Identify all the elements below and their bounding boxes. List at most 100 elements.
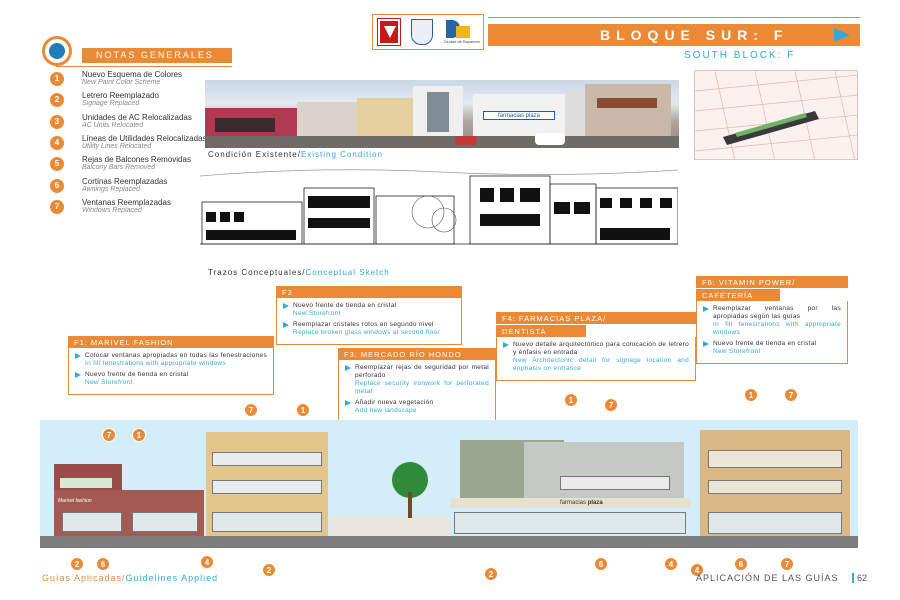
notes-title: NOTAS GENERALES: [82, 48, 232, 63]
panel-f6-title2: CAFETERÍA: [696, 289, 780, 301]
panel-f4-item: Nuevo detalle arquitectónico para coloca…: [503, 341, 689, 373]
note-marker-icon: 7: [784, 388, 798, 402]
note-marker-icon: 4: [690, 563, 704, 577]
note-marker-icon: 7: [102, 428, 116, 442]
note-text-en: Signage Replaced: [82, 100, 140, 108]
panel-f3-item: Reemplazar rejas de seguridad por metal …: [345, 364, 489, 396]
panel-item-en: New Architectonic detail for signage loc…: [513, 357, 689, 372]
footer-left-es: Guías Aplicadas/: [42, 573, 126, 583]
note-text-es: Cortinas Reemplazadas: [82, 176, 168, 186]
pharmacy-sign: farmacias plaza: [483, 111, 555, 120]
panel-item-es: Nuevo detalle arquitectónico para coloca…: [513, 341, 689, 356]
note-marker-icon: 1: [564, 393, 578, 407]
panel-item-es: Colocar ventanas apropiadas en todas las…: [85, 352, 267, 359]
panel-item-en: New Storefront: [85, 379, 133, 386]
panel-f1-item: Colocar ventanas apropiadas en todas las…: [75, 352, 267, 368]
conceptual-sketch: [199, 166, 679, 264]
sketch-caption: Trazos Conceptuales/Conceptual Sketch: [208, 268, 390, 277]
note-marker-icon: 6: [594, 557, 608, 571]
panel-f6-item: Reemplazar ventanas por las apropiadas s…: [703, 305, 841, 337]
panel-f4-title2: DENTISTA: [496, 325, 586, 337]
note-text-es: Rejas de Balcones Removidas: [82, 155, 191, 165]
sketch-caption-es: Trazos Conceptuales/: [208, 268, 306, 277]
note-number-icon: 4: [50, 135, 64, 150]
note-marker-icon: 1: [132, 428, 146, 442]
note-marker-icon: 6: [734, 557, 748, 571]
sketch-caption-en: Conceptual Sketch: [305, 268, 390, 277]
note-marker-icon: 7: [604, 398, 618, 412]
note-marker-icon: 6: [96, 557, 110, 571]
note-marker-icon: 7: [780, 557, 794, 571]
building-f3: [330, 516, 450, 536]
note-marker-icon: 1: [744, 388, 758, 402]
panel-item-es: Nuevo frente de tienda en cristal: [713, 340, 817, 347]
panel-item-es: Reemplazar rejas de seguridad por metal …: [355, 364, 489, 379]
note-number-icon: 6: [50, 178, 64, 193]
panel-item-es: Nuevo frente de tienda en cristal: [85, 371, 189, 378]
panel-f2-item: Reemplazar cristales rotos en segundo ni…: [283, 321, 455, 337]
title-bar: BLOQUE SUR: F: [488, 24, 860, 46]
note-marker-icon: 2: [262, 563, 276, 577]
panel-item-en: In fill fenestrations with appropriate w…: [85, 360, 226, 367]
existing-caption-es: Condición Existente/: [208, 150, 301, 159]
existing-caption: Condición Existente/Existing Condition: [208, 150, 383, 159]
logos-box: Ciudad de Bayamón: [372, 14, 484, 50]
notes-circle-icon: [42, 36, 72, 66]
note-text-en: Utility Lines Relocated: [82, 142, 152, 150]
panel-f3-title: F3: MERCADO RÍO HONDO: [338, 348, 496, 360]
vega-alta-logo: [377, 18, 402, 46]
panel-item-en: Replace broken glass windows at second f…: [293, 329, 440, 336]
city-shield-logo: [410, 19, 433, 45]
site-map: [694, 70, 858, 160]
page-title: BLOQUE SUR: F: [600, 27, 789, 43]
footer-right: APLICACIÓN DE LAS GUÍAS: [696, 573, 839, 583]
note-text-en: Balcony Bars Removed: [82, 164, 156, 172]
building-f4-right: [524, 442, 684, 500]
panel-item-es: Añadir nueva vegetación: [355, 399, 434, 406]
note-text-es: Nuevo Esquema de Colores: [82, 70, 183, 79]
f4-sign: farmacias plaza: [560, 500, 603, 506]
panel-f4-title: F4: FARMACIAS PLAZA/: [496, 312, 696, 324]
note-text-es: Ventanas Reemplazadas: [82, 197, 171, 207]
note-marker-icon: 1: [296, 403, 310, 417]
bayamon-logo: Ciudad de Bayamón: [443, 18, 480, 46]
panel-item-es: Nuevo frente de tienda en cristal: [293, 302, 397, 309]
panel-item-en: In fill fenestrations with appropriate w…: [713, 321, 841, 336]
f4-sign-text: farmacias: [560, 500, 587, 506]
page-subtitle: SOUTH BLOCK: F: [684, 50, 796, 61]
note-text-es: Líneas de Utilidades Relocalizadas: [82, 133, 207, 143]
panel-item-en: New Storefront: [713, 348, 761, 355]
note-number-icon: 3: [50, 114, 64, 129]
note-number-icon: 5: [50, 157, 64, 172]
arrow-right-icon: [834, 28, 850, 42]
panel-f1: F1: MARIVEL FASHION Colocar ventanas apr…: [68, 336, 274, 395]
note-number-icon: 7: [50, 199, 64, 214]
note-marker-icon: 4: [664, 557, 678, 571]
panel-f2-title: F2: [276, 286, 462, 298]
panel-item-es: Reemplazar cristales rotos en segundo ni…: [293, 321, 434, 328]
panel-f1-title: F1: MARIVEL FASHION: [68, 336, 274, 348]
footer-left-en: Guidelines Applied: [125, 573, 219, 583]
title-rule: [488, 17, 860, 18]
bayamon-caption: Ciudad de Bayamón: [443, 39, 480, 44]
panel-item-en: Add new landscape: [355, 407, 417, 414]
note-text-en: Awnings Replaced: [82, 185, 140, 193]
note-text-en: New Paint Color Scheme: [82, 79, 161, 86]
note-text-es: Letrero Reemplazado: [82, 91, 159, 101]
note-marker-icon: 4: [200, 555, 214, 569]
panel-f6: F6: VITAMIN POWER/ CAFETERÍA Reemplazar …: [696, 276, 848, 364]
panel-f6-body: Reemplazar ventanas por las apropiadas s…: [696, 301, 848, 364]
note-text-en: Windows Replaced: [82, 206, 142, 214]
panel-item-es: Reemplazar ventanas por las apropiadas s…: [713, 305, 841, 320]
